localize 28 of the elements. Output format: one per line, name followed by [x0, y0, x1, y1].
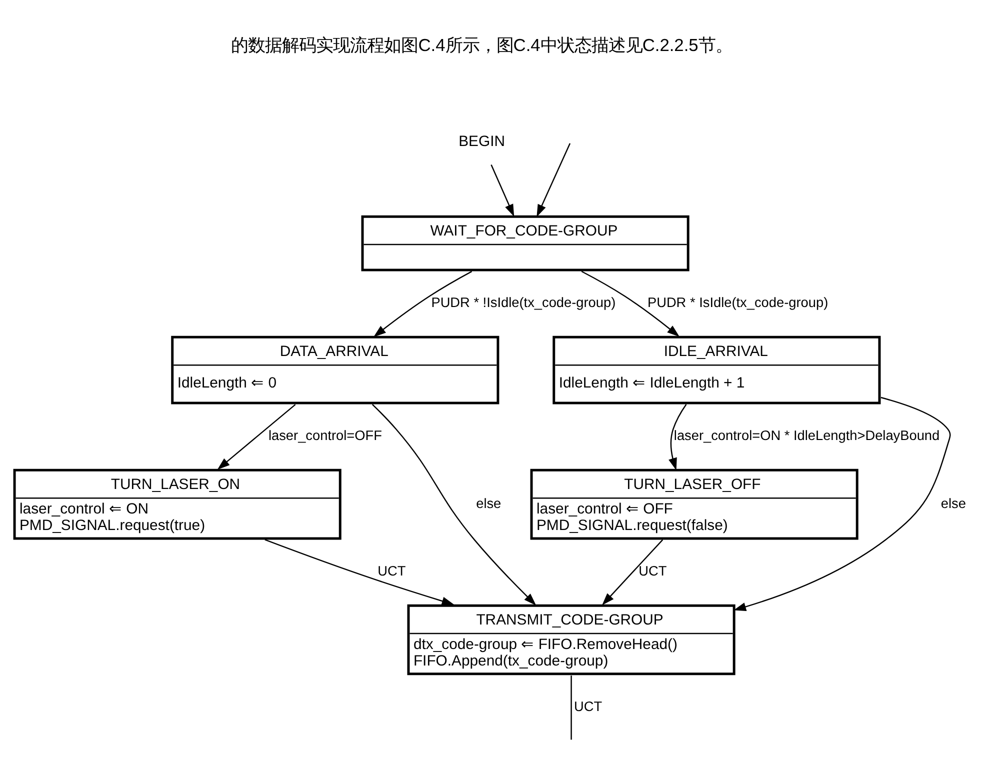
node-box: TURN_LASER_OFF laser_control ⇐ OFF PMD_SIGNAL.request(false) — [530, 468, 858, 540]
edge-label: laser_control=OFF — [268, 428, 382, 443]
node-box: IDLE_ARRIVAL IdleLength ⇐ IdleLength + 1 — [552, 335, 881, 404]
arrow — [734, 396, 951, 610]
edge-label: UCT — [378, 562, 406, 578]
arrow — [217, 404, 296, 470]
arrow — [581, 270, 680, 336]
connector — [570, 675, 572, 740]
edge-label: else — [476, 495, 502, 510]
edge-label: PUDR * !IsIdle(tx_code-group) — [431, 294, 616, 310]
edge-label: PUDR * IsIdle(tx_code-group) — [647, 294, 828, 310]
node-box: WAIT_FOR_CODE-GROUP — [361, 214, 690, 271]
node-box: DATA_ARRIVAL IdleLength ⇐ 0 — [171, 335, 500, 404]
edge-label: UCT — [574, 698, 602, 714]
arrow — [602, 538, 664, 605]
arrow — [374, 270, 472, 337]
edge-label: else — [940, 495, 966, 510]
edge-label: laser_control=ON * IdleLength>DelayBound — [674, 428, 940, 443]
arrow — [372, 403, 536, 605]
edge-label: UCT — [638, 562, 667, 578]
arrow — [490, 164, 514, 216]
arrow — [668, 404, 687, 470]
arrow — [536, 142, 571, 216]
node-box: TRANSMIT_CODE-GROUP dtx_code-group ⇐ FIFO.RemoveHead() FIFO.Append(tx_code-group) — [407, 604, 736, 675]
node-text: BEGIN — [458, 133, 505, 150]
arrow — [264, 538, 454, 605]
label: 的数据解码实现流程如图C.4所示，图C.4中状态描述见C.2.2.5节。 — [231, 34, 732, 54]
node-box: TURN_LASER_ON laser_control ⇐ ON PMD_SIGNAL.request(true) — [13, 468, 342, 540]
